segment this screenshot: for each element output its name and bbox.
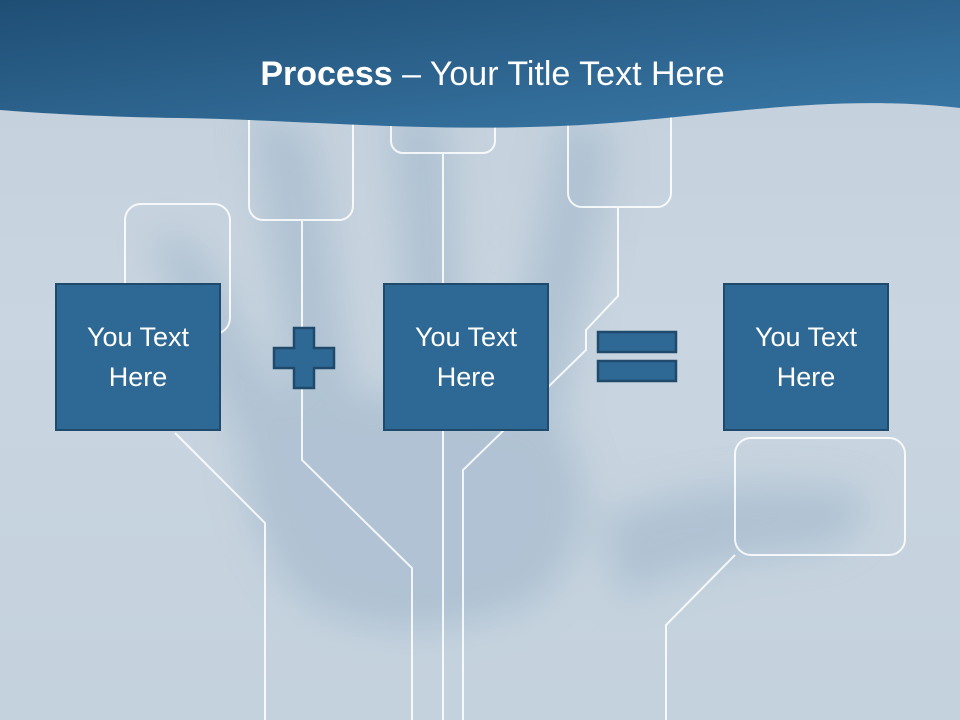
header-banner [0, 0, 960, 128]
result-box-text: You Text Here [754, 322, 858, 392]
operand-box-2-text: You Text Here [414, 322, 518, 392]
operand-box-1[interactable]: You Text Here [55, 283, 221, 431]
equals-icon [596, 330, 678, 383]
title-bold: Process [260, 55, 393, 93]
result-box[interactable]: You Text Here [723, 283, 889, 431]
slide-title: Process – Your Title Text Here [0, 52, 960, 96]
operand-box-2[interactable]: You Text Here [383, 283, 549, 431]
plus-icon [272, 326, 336, 390]
title-rest: – Your Title Text Here [392, 55, 725, 93]
operand-box-1-text: You Text Here [86, 322, 190, 392]
